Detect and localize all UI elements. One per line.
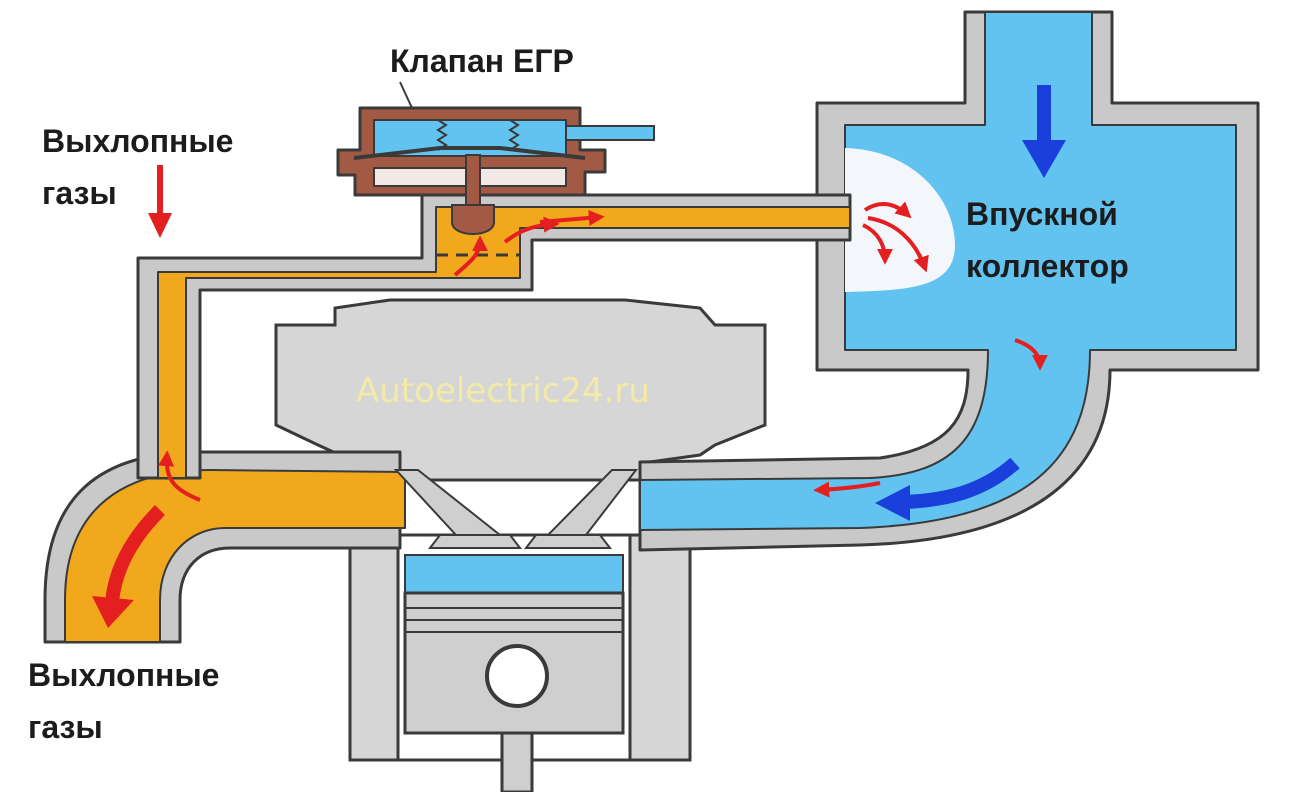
flow-arrow-exhaust-in (148, 165, 172, 238)
label-exhaust-top-line2: газы (42, 175, 117, 211)
label-exhaust-bottom-line1: Выхлопные (28, 657, 219, 693)
flow-arrow-egr-up (158, 450, 201, 502)
flow-arrow-exhaust-out (92, 505, 165, 628)
flow-arrow-air-bend (875, 457, 1020, 521)
egr-valve (336, 106, 655, 235)
label-exhaust-bottom-line2: газы (28, 709, 103, 745)
flow-arrow-air-in (1022, 85, 1066, 178)
label-exhaust-top-line1: Выхлопные (42, 123, 233, 159)
piston (403, 591, 625, 792)
label-intake-line2: коллектор (966, 248, 1129, 284)
egr-pipe (136, 193, 852, 480)
flow-arrow-mix-3 (867, 216, 929, 273)
flow-arrow-egr-pipe-2 (539, 209, 605, 226)
label-egr-valve-leader (399, 81, 413, 109)
intake-valve (523, 469, 639, 549)
watermark: Autoelectric24.ru (356, 371, 650, 411)
label-intake-line1: Впускной (966, 196, 1118, 232)
label-egr-valve: Клапан ЕГР (390, 43, 574, 79)
combustion-chamber (404, 554, 624, 594)
flow-arrow-egr-valve (453, 235, 488, 277)
intake-manifold (638, 10, 1260, 552)
flow-arrow-egr-pipe-1 (503, 216, 560, 244)
flow-arrow-mix-2 (862, 223, 893, 265)
flow-arrow-intake-mix (813, 481, 881, 498)
flow-arrow-mix-1 (863, 201, 912, 219)
exhaust-valve (393, 469, 523, 549)
flow-arrow-intake-bend (1014, 338, 1048, 371)
